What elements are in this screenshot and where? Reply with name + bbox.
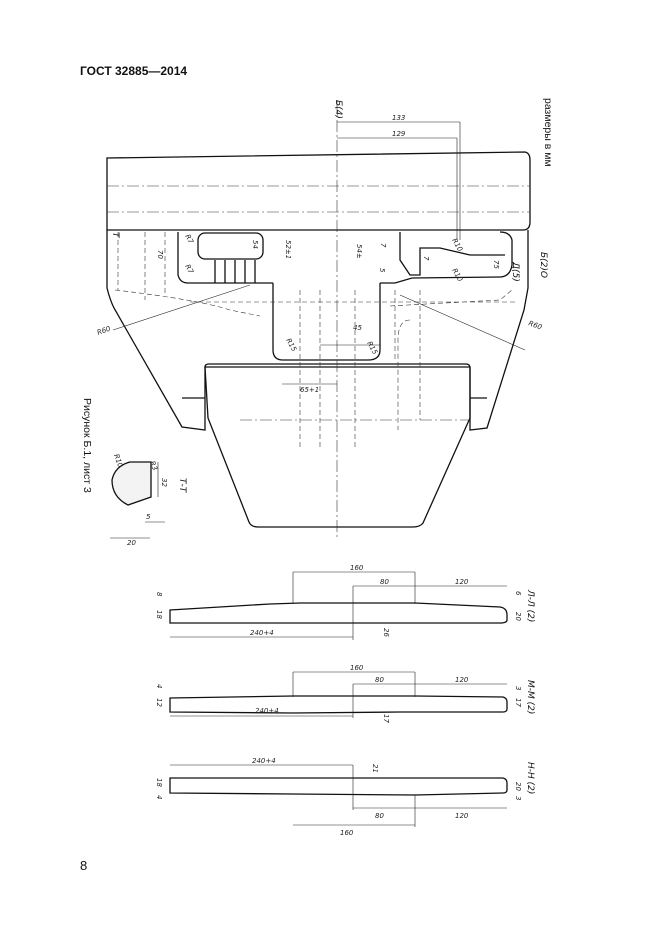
ll-dim-240: 240+4 xyxy=(250,629,274,637)
dim-7-a: 7 xyxy=(379,243,387,248)
ll-label: Л-Л (2) xyxy=(525,589,535,622)
tt-dim-5: 5 xyxy=(146,513,151,521)
view-label-b2: Б(2)О xyxy=(538,252,548,278)
mm-dim-160: 160 xyxy=(350,664,364,672)
dim-r15-b: R15 xyxy=(365,340,379,356)
dim-r60-b: R60 xyxy=(527,319,543,331)
section-t-t: Т-Т R3 R10 32 5 20 xyxy=(110,453,187,547)
mm-dim-240: 240+4 xyxy=(255,707,279,715)
mm-dim-left-h: 12 xyxy=(155,698,163,707)
dim-7-b: 7 xyxy=(422,256,430,261)
section-n-n: 240+4 80 120 160 18 4 20 3 21 Н-Н (2) xyxy=(155,757,535,837)
dim-52: 52±1 xyxy=(284,240,292,259)
ll-dim-right-top: 6 xyxy=(514,591,522,596)
section-m-m: 160 80 120 240+4 4 12 3 17 17 М-М (2) xyxy=(155,664,535,723)
ll-dim-160: 160 xyxy=(350,564,364,572)
dim-r60-a: R60 xyxy=(96,324,112,336)
nn-dim-mid: 21 xyxy=(371,764,379,773)
nn-dim-right-h: 3 xyxy=(514,796,522,800)
view-label-t: Т xyxy=(110,232,120,239)
nn-dim-120: 120 xyxy=(455,812,469,820)
ll-dim-right-h: 20 xyxy=(514,612,522,621)
mm-dim-120: 120 xyxy=(455,676,469,684)
nn-dim-80: 80 xyxy=(375,812,384,820)
dim-129: 129 xyxy=(392,130,406,138)
figure-caption: Рисунок Б.1, лист 3 xyxy=(81,398,93,493)
mm-dim-right-h: 17 xyxy=(514,698,522,707)
dim-75: 75 xyxy=(492,260,500,269)
ll-dim-80: 80 xyxy=(380,578,389,586)
mm-dim-right-top: 3 xyxy=(514,686,522,690)
view-label-b4: Б(4) xyxy=(333,100,343,119)
ll-dim-left-h: 18 xyxy=(155,610,163,619)
dim-r7-b: R7 xyxy=(183,263,195,276)
dim-5: 5 xyxy=(378,268,386,273)
view-label-d5: Д(5) xyxy=(510,261,520,282)
tt-dim-r3: R3 xyxy=(148,460,159,472)
mm-dim-mid: 17 xyxy=(382,714,390,723)
nn-dim-left-top: 18 xyxy=(155,778,163,787)
main-view: 133 129 54 52±1 54± 70 75 R7 R7 R10 R10 … xyxy=(96,100,548,540)
nn-dim-160: 160 xyxy=(340,829,354,837)
section-l-l: 160 80 120 240+4 8 18 6 20 26 Л-Л (2) xyxy=(155,564,535,640)
section-t-t-label: Т-Т xyxy=(177,478,187,494)
dim-r7-a: R7 xyxy=(183,233,195,246)
mm-label: М-М (2) xyxy=(525,680,535,714)
mm-dim-left-top: 4 xyxy=(155,684,163,688)
mm-dim-80: 80 xyxy=(375,676,384,684)
ll-dim-120: 120 xyxy=(455,578,469,586)
ll-dim-mid: 26 xyxy=(382,628,390,637)
tt-dim-32: 32 xyxy=(160,478,168,487)
ll-dim-left-top: 8 xyxy=(155,592,163,597)
page-number: 8 xyxy=(80,858,88,873)
units-note: размеры в мм xyxy=(542,98,554,167)
dim-70: 70 xyxy=(156,250,164,259)
dim-65: 65+1 xyxy=(300,386,319,394)
dim-45: 45 xyxy=(353,324,362,332)
nn-dim-240: 240+4 xyxy=(252,757,276,765)
dim-54-b: 54± xyxy=(355,244,363,259)
dim-54: 54 xyxy=(251,240,259,249)
tt-dim-20: 20 xyxy=(127,539,136,547)
nn-dim-left-h: 4 xyxy=(155,795,163,799)
dim-133: 133 xyxy=(392,114,405,122)
nn-dim-right-top: 20 xyxy=(514,782,522,791)
dim-r15-a: R15 xyxy=(284,337,298,353)
dim-r10-b: R10 xyxy=(450,267,464,283)
standard-header: ГОСТ 32885—2014 xyxy=(80,64,188,78)
nn-label: Н-Н (2) xyxy=(525,762,535,794)
